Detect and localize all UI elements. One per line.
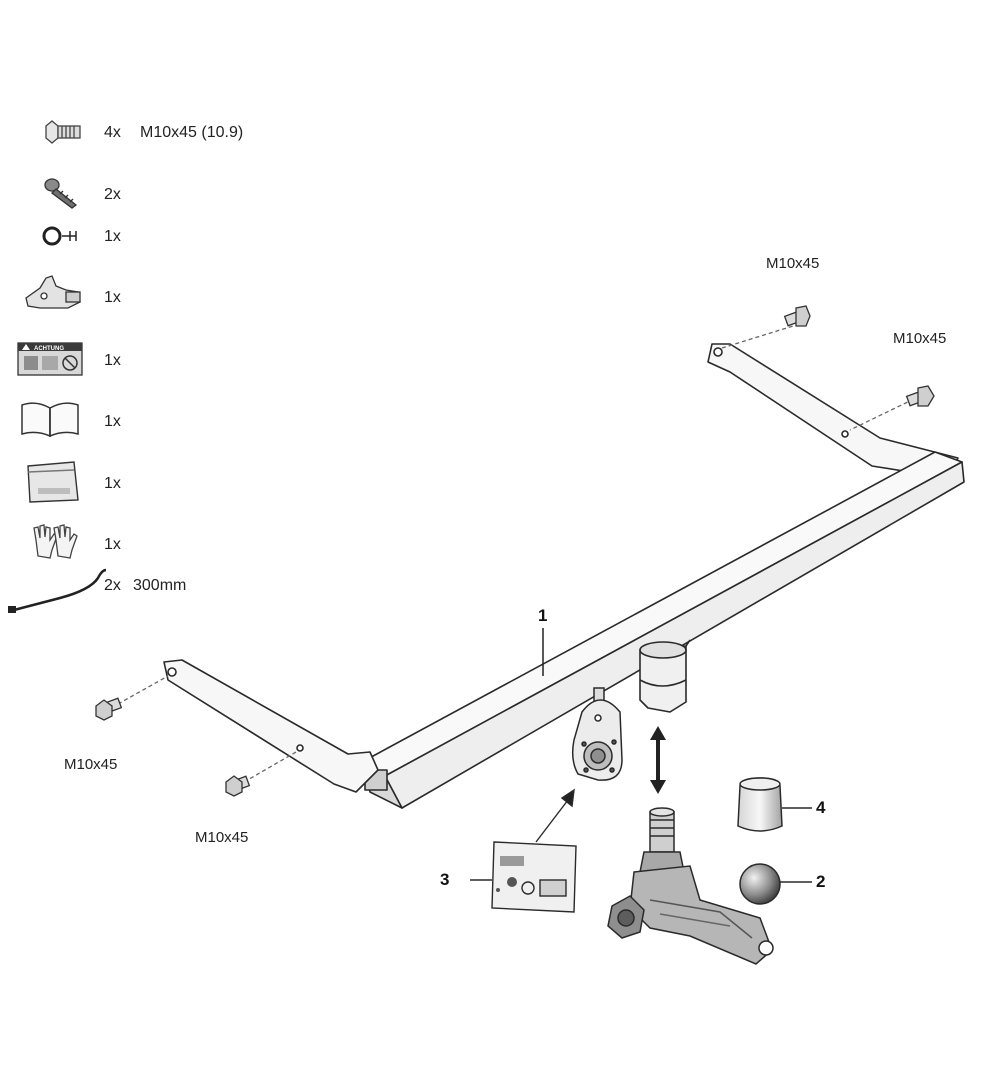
part-qty-3: 1x (104, 228, 121, 245)
manual-book-icon (21, 402, 79, 438)
warning-sticker-icon: ACHTUNG (17, 342, 83, 376)
bolt-label-bottom-center: M10x45 (195, 829, 249, 846)
crossbar (163, 343, 965, 809)
connector-icon (25, 275, 81, 309)
part-qty-9: 2x (104, 577, 121, 594)
bag-icon (27, 461, 79, 503)
svg-text:ACHTUNG: ACHTUNG (34, 346, 64, 352)
bolt-label-top-right: M10x45 (893, 330, 947, 347)
ring-pin-icon (42, 226, 77, 246)
part-qty-8: 1x (104, 536, 121, 553)
bolt-bottom-center (225, 751, 297, 797)
part-qty-6: 1x (104, 413, 121, 430)
gloves-icon (33, 524, 78, 559)
part-qty-2: 2x (104, 186, 121, 203)
callout-2: 2 (816, 872, 826, 891)
part-qty-5: 1x (104, 352, 121, 369)
cable-tie-icon (8, 568, 107, 613)
screw-icon (44, 178, 78, 209)
callout-1: 1 (538, 606, 548, 625)
bolt-top-left (721, 305, 811, 349)
bolt-label-top-left: M10x45 (766, 255, 820, 272)
part-qty-1: 4x (104, 124, 121, 141)
part-desc-1: M10x45 (10.9) (140, 124, 244, 141)
bolt-top-right (849, 385, 935, 431)
bolt-bottom-left (95, 675, 169, 721)
direction-arrow (650, 726, 666, 794)
ball-neck (607, 807, 812, 965)
instruction-sticker (470, 788, 577, 913)
bolt-label-bottom-left: M10x45 (64, 756, 118, 773)
part-desc-9: 300mm (133, 577, 187, 594)
socket-plate (571, 687, 623, 781)
ball-cap (737, 777, 812, 832)
callout-3: 3 (440, 870, 450, 889)
bolt-icon (45, 120, 81, 144)
part-qty-7: 1x (104, 475, 121, 492)
part-qty-4: 1x (104, 289, 121, 306)
callout-4: 4 (816, 798, 826, 817)
